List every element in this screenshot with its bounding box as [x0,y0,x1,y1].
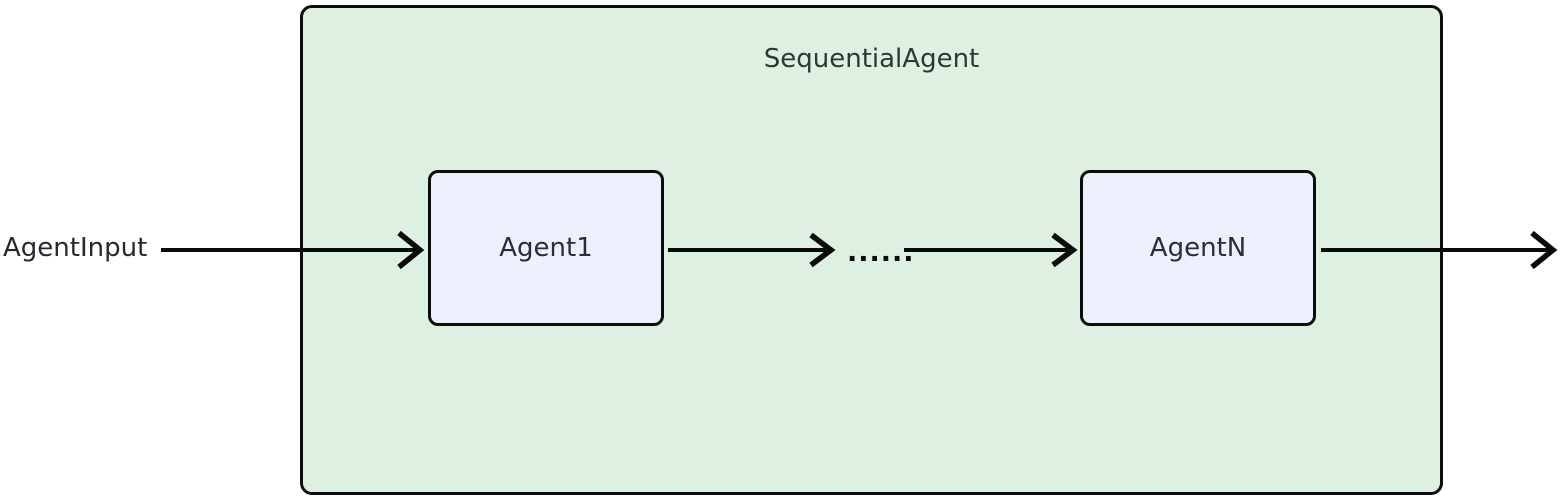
node-agent1: Agent1 [428,170,664,326]
node-agentN-label: AgentN [1149,233,1247,263]
sequential-agent-title: SequentialAgent [763,44,980,74]
agent-input-label: AgentInput [3,233,148,263]
node-agent1-label: Agent1 [499,233,593,263]
ellipsis-label: ...... [847,237,915,268]
node-agentN: AgentN [1080,170,1316,326]
